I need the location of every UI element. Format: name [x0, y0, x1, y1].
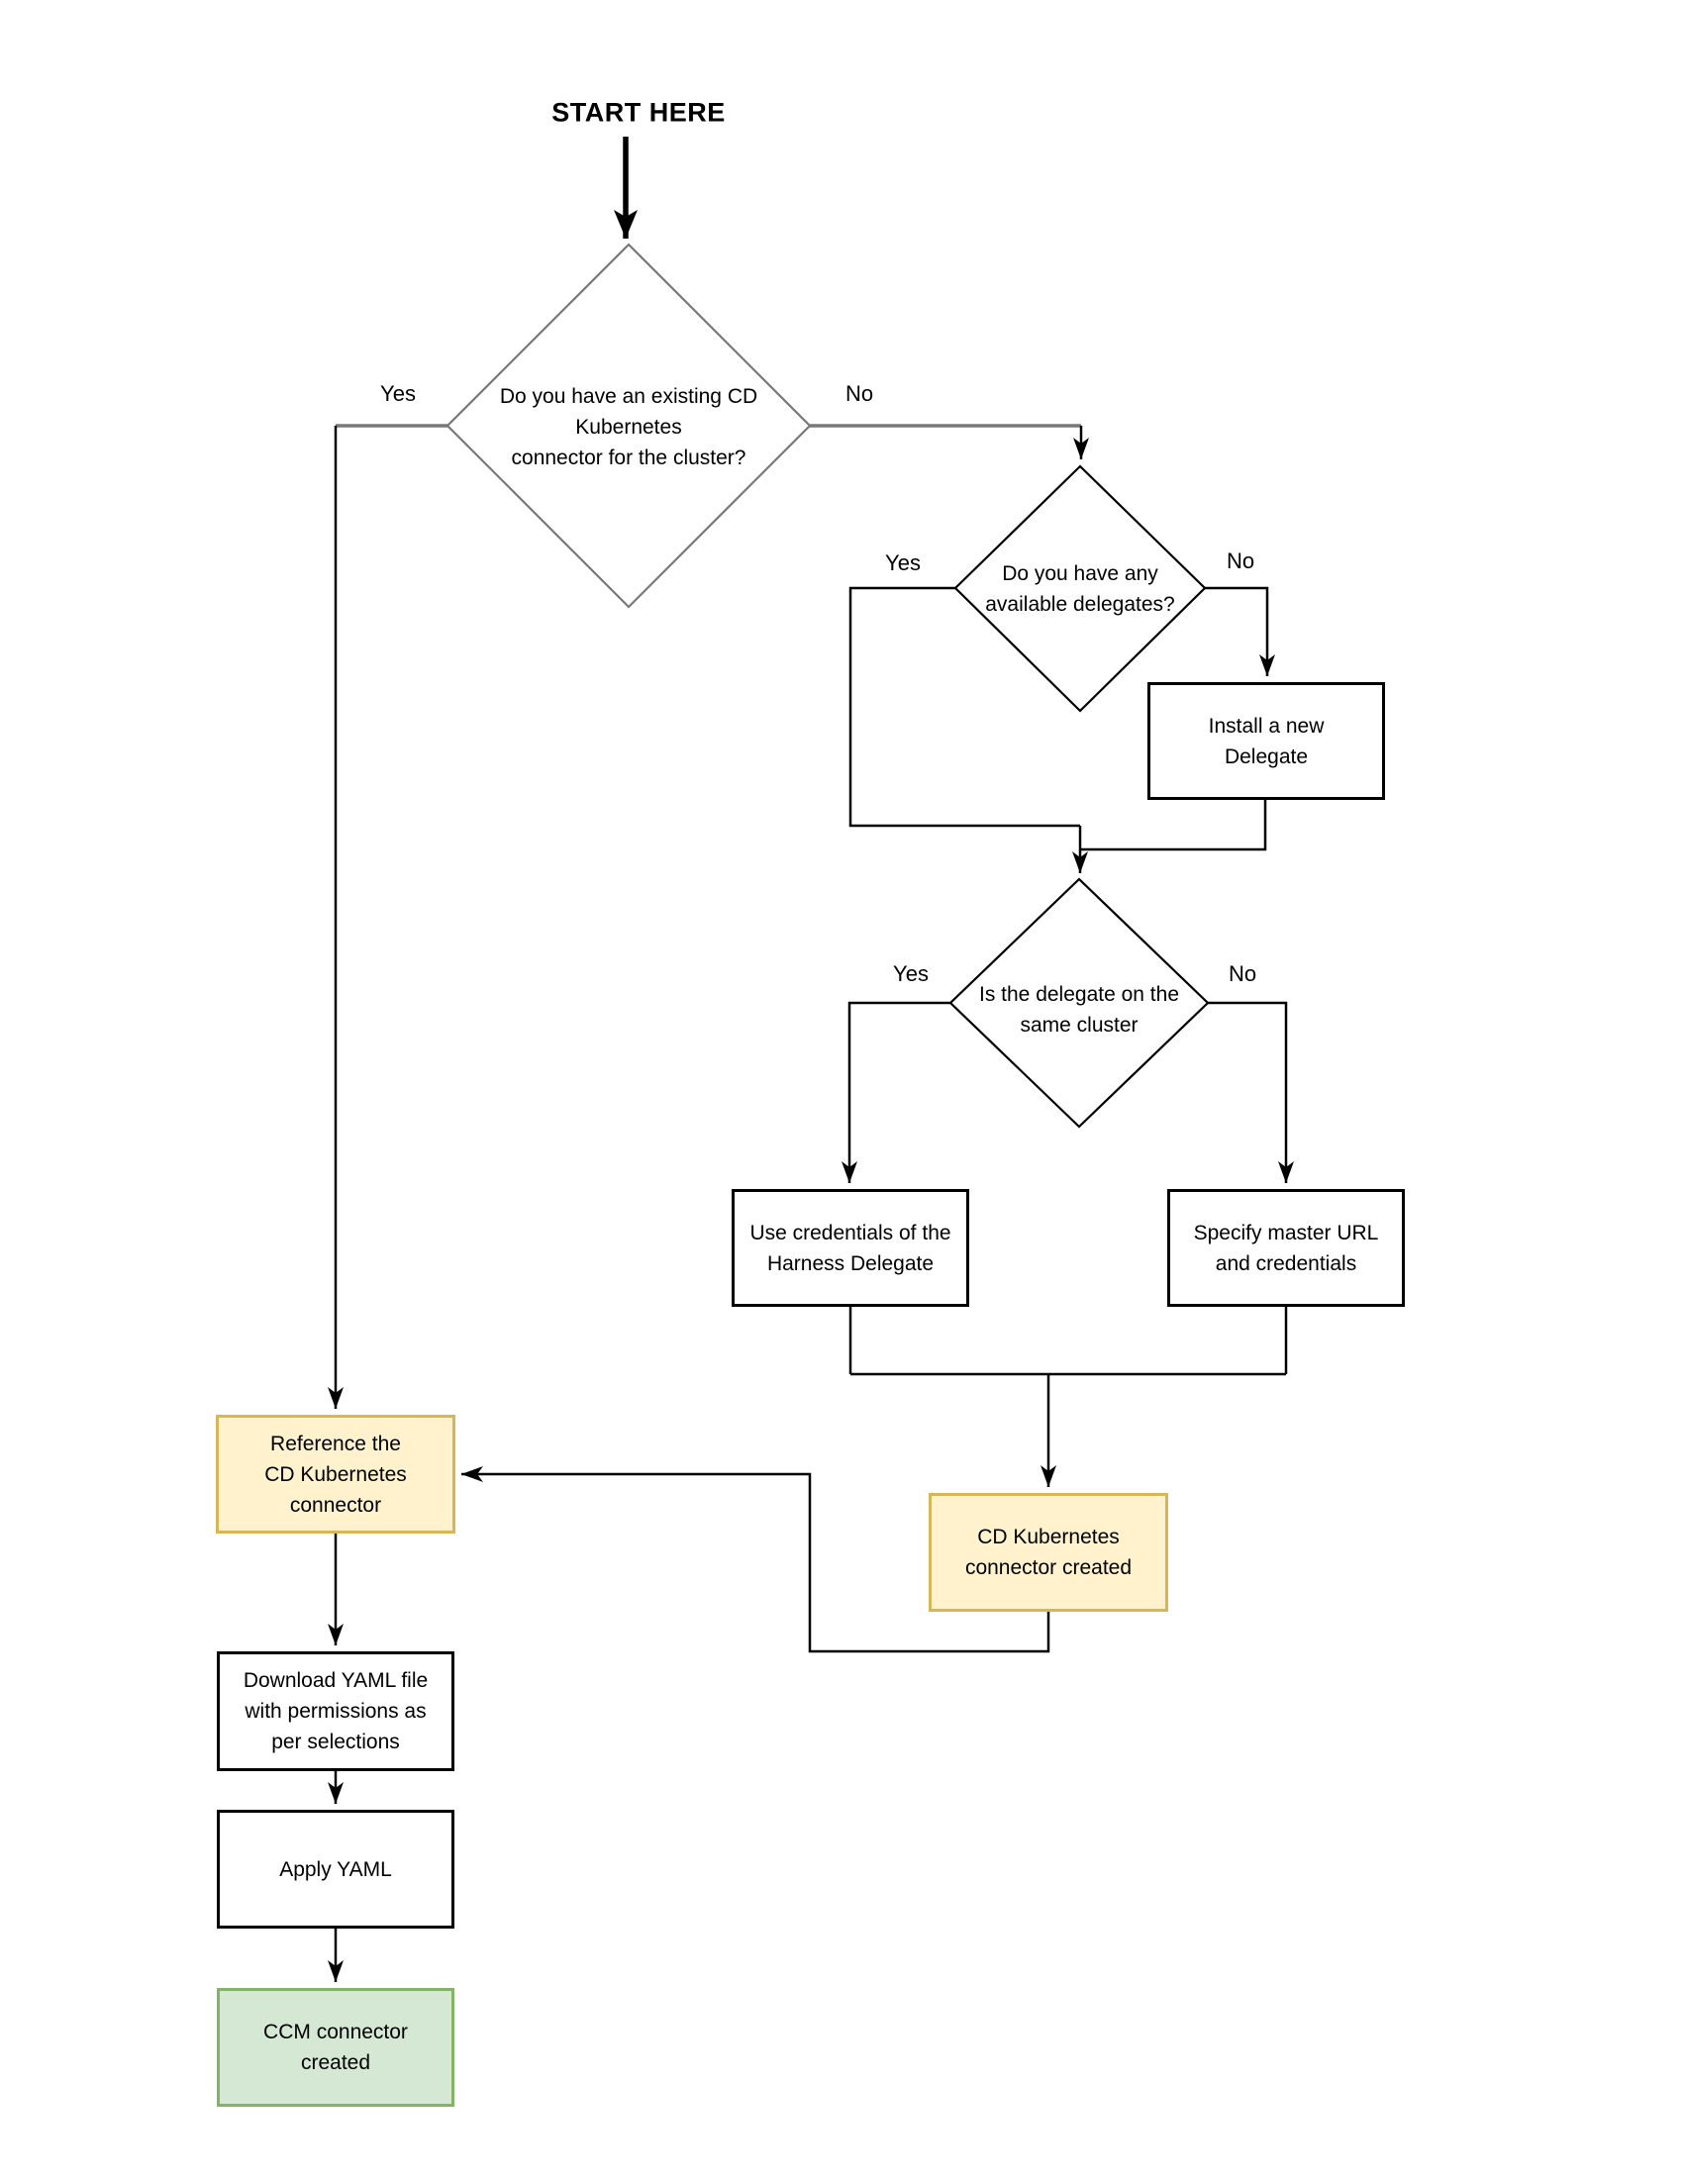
edge-label-decision2-no: No — [1223, 548, 1258, 574]
reference-connector-label: Reference the CD Kubernetes connector — [264, 1432, 407, 1517]
ccm-connector-created-label: CCM connector created — [263, 2021, 408, 2074]
edge-label-decision1-yes: Yes — [377, 381, 419, 407]
cd-connector-created-label: CD Kubernetes connector created — [964, 1526, 1133, 1579]
edge-label-decision3-no: No — [1225, 961, 1260, 987]
install-delegate-label: Install a new Delegate — [1208, 714, 1325, 768]
decision-same-cluster-label: Is the delegate on the same cluster — [979, 983, 1179, 1037]
edge-label-decision3-yes: Yes — [890, 961, 932, 987]
node-ccm-connector-created: CCM connector created — [217, 1988, 454, 2107]
decision-available-delegates-label: Do you have any available delegates? — [985, 562, 1175, 616]
edge-install-out — [1080, 800, 1267, 851]
edge-decision2-yes — [848, 586, 1080, 828]
edge-decision2-no-to-install — [1205, 586, 1275, 676]
decision-available-delegates-diamond — [953, 464, 1207, 713]
node-specify-master-url: Specify master URL and credentials — [1167, 1189, 1405, 1307]
node-decision-existing-connector: Do you have an existing CD Kubernetes co… — [460, 379, 797, 474]
node-install-delegate: Install a new Delegate — [1147, 682, 1385, 800]
node-use-credentials: Use credentials of the Harness Delegate — [732, 1189, 969, 1307]
decision-existing-connector-label: Do you have an existing CD Kubernetes co… — [499, 384, 758, 469]
page-title: START HERE — [551, 97, 726, 128]
node-download-yaml: Download YAML file with permissions as p… — [217, 1651, 454, 1771]
edge-label-decision2-yes: Yes — [882, 550, 924, 576]
decision-existing-connector-diamond — [446, 243, 812, 609]
node-reference-connector: Reference the CD Kubernetes connector — [216, 1415, 455, 1534]
node-decision-available-delegates: Do you have any available delegates? — [951, 557, 1209, 621]
node-apply-yaml: Apply YAML — [217, 1810, 454, 1929]
edge-decision3-no-to-specify-master — [1208, 1001, 1294, 1183]
node-decision-same-cluster: Is the delegate on the same cluster — [945, 978, 1213, 1042]
download-yaml-label: Download YAML file with permissions as p… — [243, 1669, 429, 1753]
edge-label-decision1-no: No — [842, 381, 877, 407]
edge-decision3-yes-to-use-credentials — [842, 1001, 950, 1183]
specify-master-url-label: Specify master URL and credentials — [1193, 1221, 1379, 1275]
edges — [328, 137, 1294, 1982]
decision-same-cluster-diamond — [948, 877, 1210, 1129]
node-cd-connector-created: CD Kubernetes connector created — [929, 1493, 1168, 1612]
apply-yaml-label: Apply YAML — [279, 1857, 392, 1881]
use-credentials-label: Use credentials of the Harness Delegate — [749, 1221, 951, 1275]
decision-shapes — [446, 243, 1210, 1129]
edge-cd-created-to-reference — [461, 1466, 1050, 1653]
